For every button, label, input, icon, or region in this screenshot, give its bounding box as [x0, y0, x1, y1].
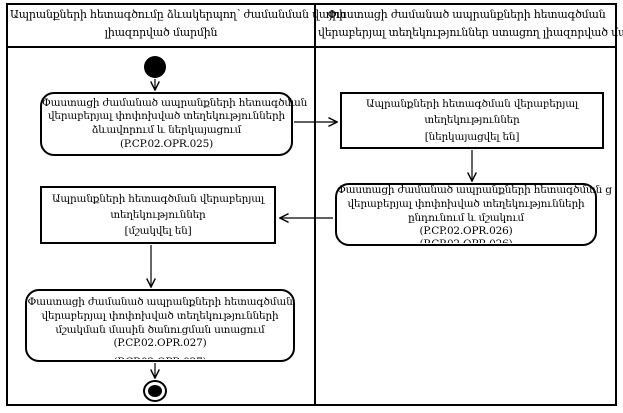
lane-title-line: վերաբերյալ տեղեկություններ ստացող լիազոր…: [318, 25, 623, 39]
activity-code-label: (P.CP.02.OPR.027): [113, 337, 207, 350]
initial-node: [144, 56, 166, 78]
activity-box-opr-026: Փաստացի ժամանած ապրանքների հետագծման ց վ…: [335, 183, 612, 246]
activity-final-node-core: [148, 385, 162, 397]
swimlane-header-underline: [6, 46, 617, 48]
activity-text-line: մշակման մասին ծանուցման ստացում: [55, 323, 265, 336]
activity-final-node: [143, 380, 167, 402]
activity-text-line: վերաբերյալ փոփոխված տեղեկությունների: [347, 197, 585, 210]
activity-text-line: Փաստացի ժամանած ապրանքների հետագծման ց: [337, 184, 612, 197]
object-text-line: Ապրանքների հետագծման վերաբերյալ: [366, 98, 578, 111]
object-state-label: [ներկայացվել են]: [424, 130, 520, 143]
object-text-line: Ապրանքների հետագծման վերաբերյալ: [52, 192, 264, 205]
diagram-border: [6, 3, 617, 406]
activity-code-label: (P.CP.02.OPR.025): [119, 137, 214, 150]
lane-title-line: Ապրանքների հետագծումը ձևակերպող՝ ժամանմա…: [10, 8, 346, 21]
object-text-line: տեղեկություններ: [110, 208, 206, 221]
activity-box-opr-025: Փաստացի ժամանած ապրանքների հետագծման վեր…: [40, 92, 308, 156]
swimlane-header-right: Փաստացի ժամանած ապրանքների հետագծման վեր…: [318, 6, 623, 44]
swimlane-divider: [314, 3, 316, 406]
activity-text-line: վերաբերյալ փոփոխված տեղեկությունների: [48, 110, 285, 123]
activity-text-line: Փաստացի ժամանած ապրանքների հետագծման: [42, 96, 308, 109]
activity-text-line: Փաստացի ժամանած ապրանքների հետագծման: [27, 296, 293, 309]
activity-text-line: ընդունում և մշակում: [408, 211, 524, 224]
object-state-label: [մշակվել են]: [124, 225, 192, 238]
activity-text-line: վերաբերյալ փոփոխված տեղեկությունների: [41, 309, 279, 322]
activity-text-line: ձևավորում և ներկայացում: [91, 124, 242, 136]
lane-title-line: լիազորված մարմին: [104, 25, 218, 39]
object-node-info-processed: Ապրանքների հետագծման վերաբերյալ տեղեկութ…: [40, 186, 276, 244]
object-text-line: տեղեկություններ: [424, 114, 520, 127]
clipped-overflow-text: (P.CP.02.OPR.027): [27, 356, 293, 359]
activity-box-opr-027: Փաստացի ժամանած ապրանքների հետագծման վեր…: [25, 289, 295, 362]
object-node-info-presented: Ապրանքների հետագծման վերաբերյալ տեղեկութ…: [340, 92, 604, 149]
lane-title-line: Փաստացի ժամանած ապրանքների հետագծման: [327, 8, 606, 21]
swimlane-header-left: Ապրանքների հետագծումը ձևակերպող՝ ժամանմա…: [10, 6, 346, 44]
activity-code-label: (P.CP.02.OPR.026): [419, 225, 513, 238]
clipped-overflow-text: (P.CP.02.OPR.026): [337, 238, 595, 243]
